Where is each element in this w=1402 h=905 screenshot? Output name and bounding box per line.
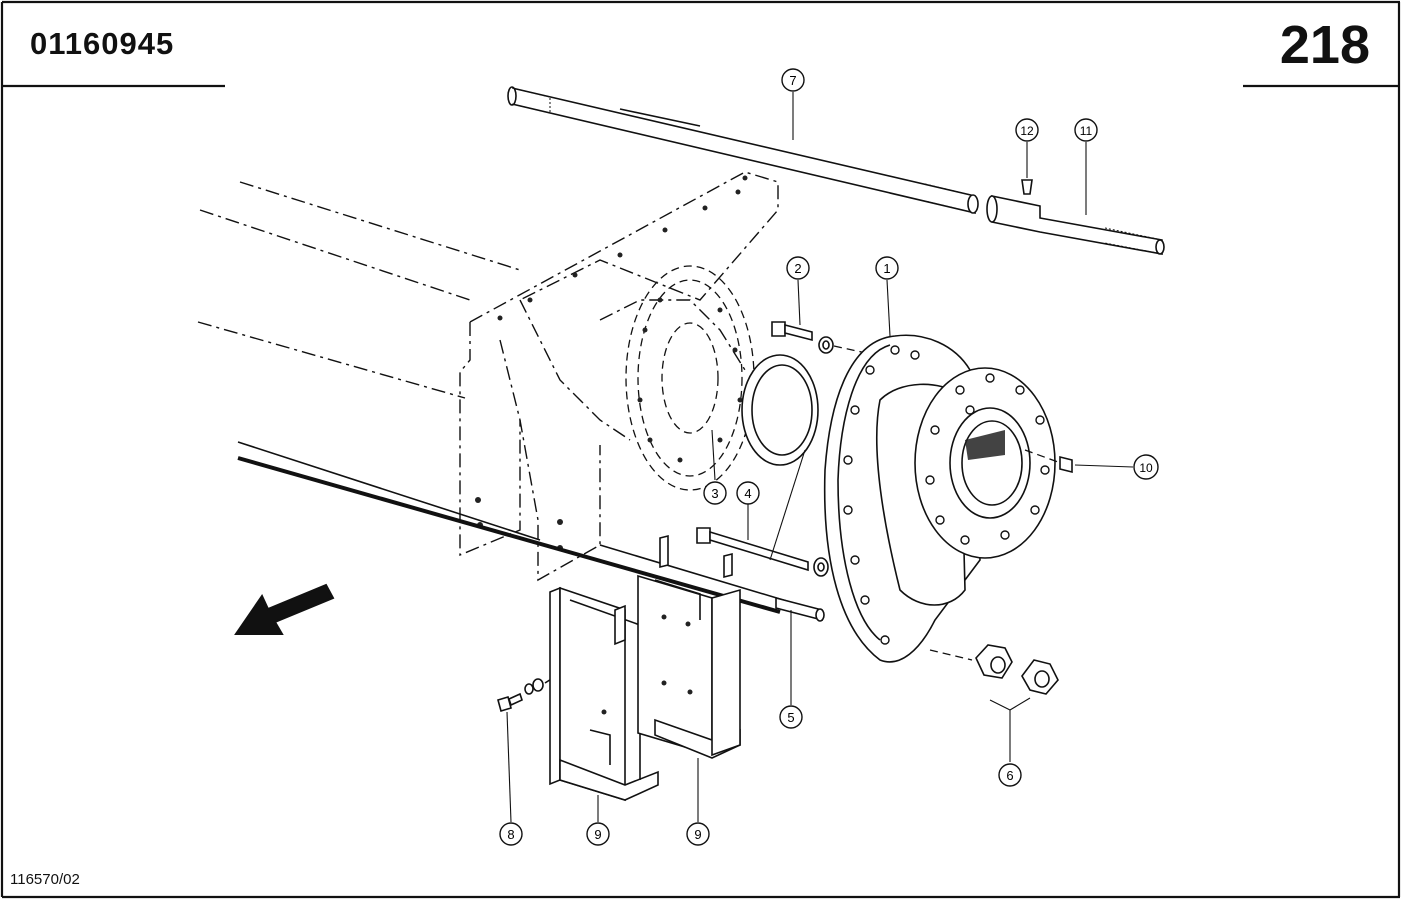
svg-text:9: 9 <box>694 827 701 842</box>
callout-10: 10 <box>1133 454 1159 480</box>
callout-8: 8 <box>499 822 523 846</box>
threaded-rod <box>775 596 825 622</box>
svg-text:4: 4 <box>744 486 751 501</box>
splined-shaft <box>507 86 979 215</box>
long-bolt <box>696 527 829 577</box>
svg-text:5: 5 <box>787 710 794 725</box>
nuts <box>929 644 1059 695</box>
seal-ring <box>741 354 819 466</box>
main-beam <box>237 441 801 614</box>
svg-text:12: 12 <box>1020 124 1034 138</box>
page-number: 218 <box>1279 15 1370 75</box>
callout-6: 6 <box>998 763 1022 787</box>
svg-text:8: 8 <box>507 827 514 842</box>
callout-11: 11 <box>1074 118 1098 142</box>
svg-text:3: 3 <box>711 486 718 501</box>
document-number: 01160945 <box>30 26 175 61</box>
callout-9-right: 9 <box>686 822 710 846</box>
callout-2: 2 <box>786 256 810 280</box>
set-screw <box>1024 449 1073 474</box>
callout-3: 3 <box>703 481 727 505</box>
direction-arrow-icon <box>234 583 335 635</box>
svg-text:10: 10 <box>1139 461 1153 475</box>
svg-text:11: 11 <box>1080 124 1093 138</box>
callout-12: 12 <box>1015 118 1039 142</box>
leader-lines <box>506 92 1134 823</box>
drawing-reference: 116570/02 <box>10 871 80 888</box>
callout-9-left: 9 <box>586 822 610 846</box>
callout-4: 4 <box>736 481 760 505</box>
channel-bracket-left <box>549 586 659 802</box>
callout-7: 7 <box>781 68 805 92</box>
svg-text:6: 6 <box>1006 768 1013 783</box>
frame-phantom <box>197 171 779 582</box>
flange-housing <box>823 334 1056 663</box>
svg-text:2: 2 <box>794 261 801 276</box>
stub-shaft <box>986 179 1165 255</box>
callout-5: 5 <box>779 705 803 729</box>
svg-text:7: 7 <box>789 73 796 88</box>
channel-bracket-right <box>637 534 741 759</box>
bolt <box>771 321 881 357</box>
svg-text:9: 9 <box>594 827 601 842</box>
svg-text:1: 1 <box>883 261 890 276</box>
callout-1: 1 <box>875 256 899 280</box>
